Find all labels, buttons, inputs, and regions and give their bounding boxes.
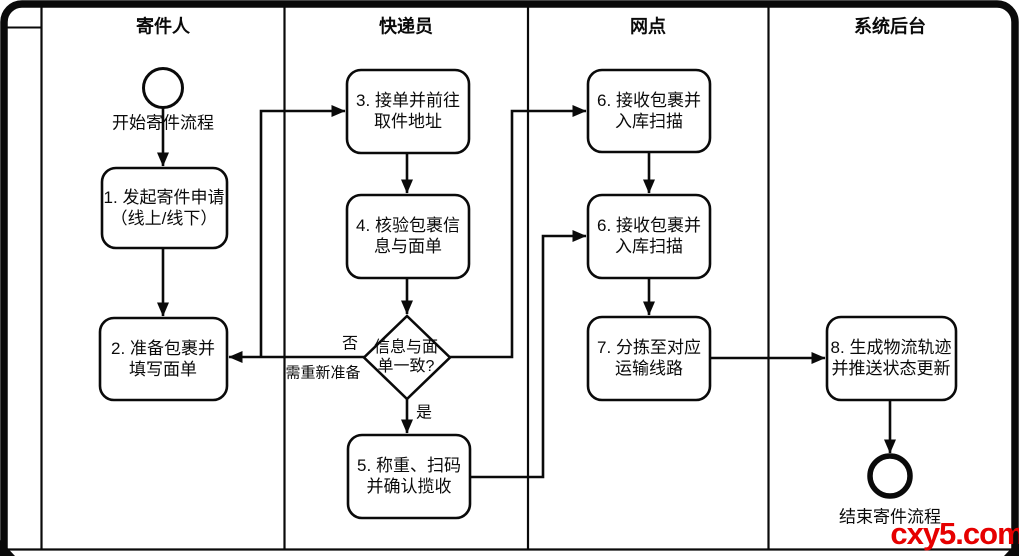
activity-box-7 <box>586 315 712 402</box>
activity-box-8 <box>825 315 958 402</box>
activity-label-3: 3. 接单并前往 取件地址 <box>356 91 460 131</box>
activity-box-2 <box>98 316 229 402</box>
frame-corner-bottom-right <box>1004 540 1019 556</box>
start-event-label: 开始寄件流程 <box>112 113 214 133</box>
activity-label-5: 5. 称重、扫码 并确认揽收 <box>357 456 461 496</box>
decision-label: 信息与面 单一致? <box>373 339 439 375</box>
activity-box-1 <box>100 166 229 250</box>
activity-label-1: 1. 发起寄件申请 （线上/线下） <box>103 188 225 228</box>
lane-title-branch: 网点 <box>630 16 666 37</box>
edge-box5-to-box6b <box>470 230 587 479</box>
activity-box-4 <box>345 193 471 280</box>
edge-label-yes: 是 <box>415 404 433 422</box>
end-event-label: 结束寄件流程 <box>839 507 941 527</box>
frame-corner-bottom-left <box>0 540 15 556</box>
activity-box-3 <box>345 68 471 155</box>
watermark-text: cxy5.com <box>890 516 1019 551</box>
activity-box-6a <box>586 68 712 154</box>
activity-box-6b <box>586 193 712 280</box>
lane-title-courier: 快递员 <box>379 16 433 37</box>
edge-decision-to-box6a <box>449 105 587 359</box>
activity-label-6b: 6. 接收包裹并 入库扫描 <box>597 216 701 256</box>
edge-label-no-note: 需重新准备 <box>285 364 361 382</box>
end-event-circle <box>867 453 913 499</box>
lane-title-sender: 寄件人 <box>136 16 190 37</box>
activity-label-8: 8. 生成物流轨迹 并推送状态更新 <box>830 338 952 378</box>
decision-diamond <box>362 314 452 401</box>
activity-box-5 <box>346 433 472 520</box>
activity-label-7: 7. 分拣至对应 运输线路 <box>597 338 701 378</box>
start-event-circle <box>142 67 184 109</box>
activity-label-2: 2. 准备包裹并 填写面单 <box>111 339 215 379</box>
edge-box2-to-box3 <box>259 105 346 357</box>
lane-title-backend: 系统后台 <box>854 16 926 37</box>
activity-label-4: 4. 核验包裹信 息与面单 <box>356 216 460 256</box>
activity-label-6a: 6. 接收包裹并 入库扫描 <box>597 91 701 131</box>
edge-label-no: 否 <box>341 335 359 353</box>
